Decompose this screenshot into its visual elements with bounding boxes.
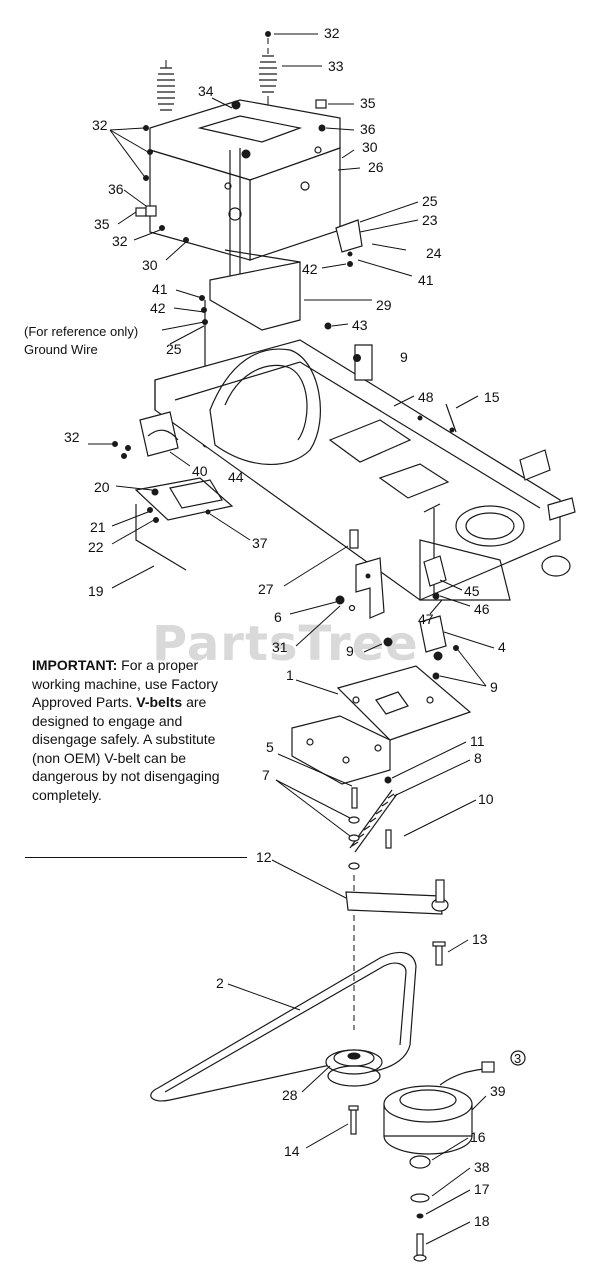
- callout-25: 25: [422, 193, 438, 209]
- dash-panel-housing: [149, 99, 341, 300]
- important-text-2: are designed to engage and disengage saf…: [32, 694, 220, 803]
- callout-3: 3: [514, 1051, 521, 1066]
- callout-13: 13: [472, 931, 488, 947]
- bracket-6: [335, 529, 385, 619]
- callout-41: 41: [152, 281, 168, 297]
- v-belt-2: [150, 951, 417, 1102]
- important-bold-vbelts: V-belts: [136, 694, 183, 710]
- callout-32: 32: [112, 233, 128, 249]
- callout-28: 28: [282, 1087, 298, 1103]
- callout-37: 37: [252, 535, 268, 551]
- callout-25: 25: [166, 341, 182, 357]
- watermark: PartsTree: [152, 616, 419, 672]
- callout-11: 11: [470, 733, 485, 749]
- callout-30: 30: [362, 139, 378, 155]
- callout-26: 26: [368, 159, 384, 175]
- ref-line1: (For reference only): [24, 324, 138, 339]
- bolt-18: [413, 1233, 427, 1262]
- callout-35: 35: [94, 216, 110, 232]
- callout-30: 30: [142, 257, 158, 273]
- callout-27: 27: [258, 581, 274, 597]
- bracket-40: [112, 411, 179, 459]
- callout-39: 39: [490, 1083, 506, 1099]
- clutch-linkage: [419, 503, 459, 680]
- important-note: IMPORTANT: For a proper working machine,…: [32, 656, 242, 804]
- callout-20: 20: [94, 479, 110, 495]
- bracket-23: [335, 219, 363, 267]
- callout-9: 9: [400, 349, 408, 365]
- callout-23: 23: [422, 212, 438, 228]
- bolt-14: [348, 1105, 359, 1135]
- callout-17: 17: [474, 1181, 490, 1197]
- important-label: IMPORTANT:: [32, 657, 118, 673]
- callout-2: 2: [216, 975, 224, 991]
- callout-46: 46: [474, 601, 490, 617]
- callout-36: 36: [360, 121, 376, 137]
- callout-22: 22: [88, 539, 104, 555]
- washer-7: [348, 816, 360, 824]
- callout-44: 44: [228, 469, 244, 485]
- callout-19: 19: [88, 583, 104, 599]
- idler-bracket-1: [291, 665, 472, 785]
- main-frame: [154, 339, 576, 601]
- important-text-1: For a proper working machine, use Factor…: [32, 657, 218, 710]
- callout-16: 16: [470, 1129, 486, 1145]
- callout-35: 35: [360, 95, 376, 111]
- callout-1: 1: [286, 667, 294, 683]
- callout-47: 47: [418, 611, 434, 627]
- idler-arm-12: [345, 879, 449, 915]
- callout-42: 42: [302, 261, 318, 277]
- callout-33: 33: [328, 58, 344, 74]
- spring-left: [157, 60, 175, 111]
- callout-14: 14: [284, 1143, 300, 1159]
- plate-19: [134, 477, 234, 571]
- callout-24: 24: [426, 245, 442, 261]
- callout-5: 5: [266, 739, 274, 755]
- callout-6: 6: [274, 609, 282, 625]
- bolt-13: [432, 941, 446, 966]
- callout-7: 7: [262, 767, 270, 783]
- callout-34: 34: [198, 83, 214, 99]
- pto-clutch-39: [383, 1061, 495, 1169]
- callout-9: 9: [346, 643, 354, 659]
- callout-32: 32: [64, 429, 80, 445]
- callout-40: 40: [192, 463, 208, 479]
- callout-4: 4: [498, 639, 506, 655]
- callout-31: 31: [272, 639, 288, 655]
- divider-line: [25, 857, 247, 858]
- spring-10: [349, 789, 398, 853]
- callout-9: 9: [490, 679, 498, 695]
- callout-41: 41: [418, 272, 434, 288]
- ground-wire-note: (For reference only) Ground Wire 25: [24, 324, 182, 357]
- callout-42: 42: [150, 300, 166, 316]
- callout-18: 18: [474, 1213, 490, 1229]
- callout-21: 21: [90, 519, 106, 535]
- callout-48: 48: [418, 389, 434, 405]
- washer-17: [416, 1213, 424, 1219]
- bolt-5: [351, 787, 358, 809]
- callout-36: 36: [108, 181, 124, 197]
- callout-10: 10: [478, 791, 494, 807]
- leader-lines: [88, 33, 495, 1245]
- callout-45: 45: [464, 583, 480, 599]
- callout-12: 12: [256, 849, 272, 865]
- callout-labels: 32 33 34 35 36 30 26 32 36 35 32 30 25 2…: [64, 25, 526, 1229]
- washer-38: [410, 1193, 430, 1203]
- circled-3-icon: [510, 1050, 526, 1066]
- ref-line2: Ground Wire: [24, 342, 98, 357]
- callout-15: 15: [484, 389, 500, 405]
- bolt-10: [385, 829, 392, 849]
- callout-43: 43: [352, 317, 368, 333]
- nut-9: [383, 637, 393, 647]
- callout-32: 32: [324, 25, 340, 41]
- callout-38: 38: [474, 1159, 490, 1175]
- pulley-28: [325, 1049, 383, 1087]
- callout-8: 8: [474, 750, 482, 766]
- callout-32: 32: [92, 117, 108, 133]
- nut-11: [384, 776, 392, 784]
- bracket-29: [209, 249, 301, 331]
- callout-29: 29: [376, 297, 392, 313]
